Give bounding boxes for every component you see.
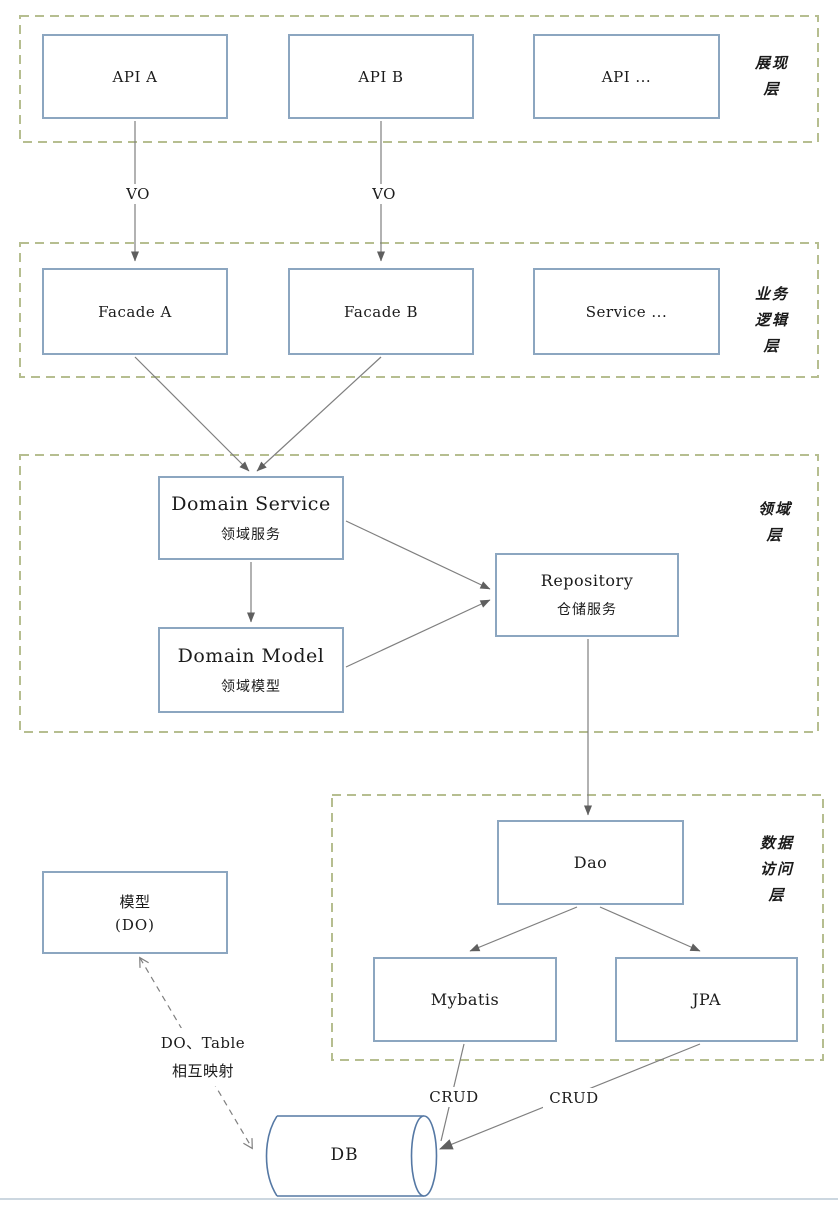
layer-label-line: 层 xyxy=(766,526,784,544)
layer-label-line: 层 xyxy=(763,337,781,355)
box-service-etc-title: Service ... xyxy=(585,302,668,321)
mapping-label: DO、Table 相互映射 xyxy=(148,1028,258,1086)
box-api-b-title: API B xyxy=(358,67,404,86)
box-api-a-title: API A xyxy=(112,67,158,86)
edge-domainservice-repository xyxy=(345,520,491,590)
box-do-model-subtitle: (DO) xyxy=(114,916,156,934)
box-do-model-title: 模型 xyxy=(119,893,151,911)
box-domain-model: Domain Model 领域模型 xyxy=(158,627,344,713)
box-mybatis-title: Mybatis xyxy=(430,990,500,1009)
box-mybatis: Mybatis xyxy=(373,957,557,1042)
box-domain-model-title: Domain Model xyxy=(177,644,325,667)
vo-label-a: VO xyxy=(115,184,161,204)
box-api-a: API A xyxy=(42,34,228,119)
page-bottom-rule xyxy=(0,1198,838,1200)
box-dao: Dao xyxy=(497,820,684,905)
box-repository-title: Repository xyxy=(540,571,634,590)
db-label: DB xyxy=(330,1145,359,1165)
edge-dao-jpa xyxy=(599,906,701,952)
layer-label-line: 层 xyxy=(763,80,781,98)
layer-label-line: 数据 xyxy=(759,834,794,852)
layer-label-business: 业务 逻辑 层 xyxy=(742,281,802,359)
layer-label-line: 层 xyxy=(768,886,786,904)
crud-label-jpa: CRUD xyxy=(543,1088,605,1108)
box-domain-service-subtitle: 领域服务 xyxy=(221,526,281,543)
box-domain-service: Domain Service 领域服务 xyxy=(158,476,344,560)
box-do-model: 模型 (DO) xyxy=(42,871,228,954)
layer-domain-border xyxy=(19,454,819,733)
box-facade-b-title: Facade B xyxy=(344,302,418,321)
layer-label-presentation: 展现 层 xyxy=(742,50,802,102)
edge-facadea-domainservice xyxy=(134,356,250,472)
layer-label-line: 展现 xyxy=(754,54,789,72)
edge-facadeb-domainservice xyxy=(256,356,382,472)
box-domain-service-title: Domain Service xyxy=(171,492,331,515)
box-repository-subtitle: 仓储服务 xyxy=(557,602,617,618)
box-service-etc: Service ... xyxy=(533,268,720,355)
mapping-label-line1: DO、Table xyxy=(160,1034,246,1052)
box-facade-a-title: Facade A xyxy=(98,302,172,321)
layer-label-line: 访问 xyxy=(759,860,794,878)
box-facade-a: Facade A xyxy=(42,268,228,355)
box-facade-b: Facade B xyxy=(288,268,474,355)
edge-domainmodel-repository xyxy=(345,599,491,668)
vo-label-b: VO xyxy=(361,184,407,204)
layer-label-line: 领域 xyxy=(757,500,792,518)
box-api-etc: API ... xyxy=(533,34,720,119)
box-api-b: API B xyxy=(288,34,474,119)
mapping-label-line2: 相互映射 xyxy=(171,1062,234,1080)
layer-label-domain: 领域 层 xyxy=(745,496,805,548)
box-api-etc-title: API ... xyxy=(601,67,652,86)
layer-label-line: 逻辑 xyxy=(754,311,789,329)
crud-label-mybatis: CRUD xyxy=(423,1087,485,1107)
box-dao-title: Dao xyxy=(573,853,608,872)
layer-label-line: 业务 xyxy=(754,285,789,303)
layer-label-data-access: 数据 访问 层 xyxy=(747,830,807,908)
box-jpa-title: JPA xyxy=(692,990,721,1009)
box-jpa: JPA xyxy=(615,957,798,1042)
box-domain-model-subtitle: 领域模型 xyxy=(221,678,281,695)
box-repository: Repository 仓储服务 xyxy=(495,553,679,637)
edge-dao-mybatis xyxy=(469,906,578,952)
